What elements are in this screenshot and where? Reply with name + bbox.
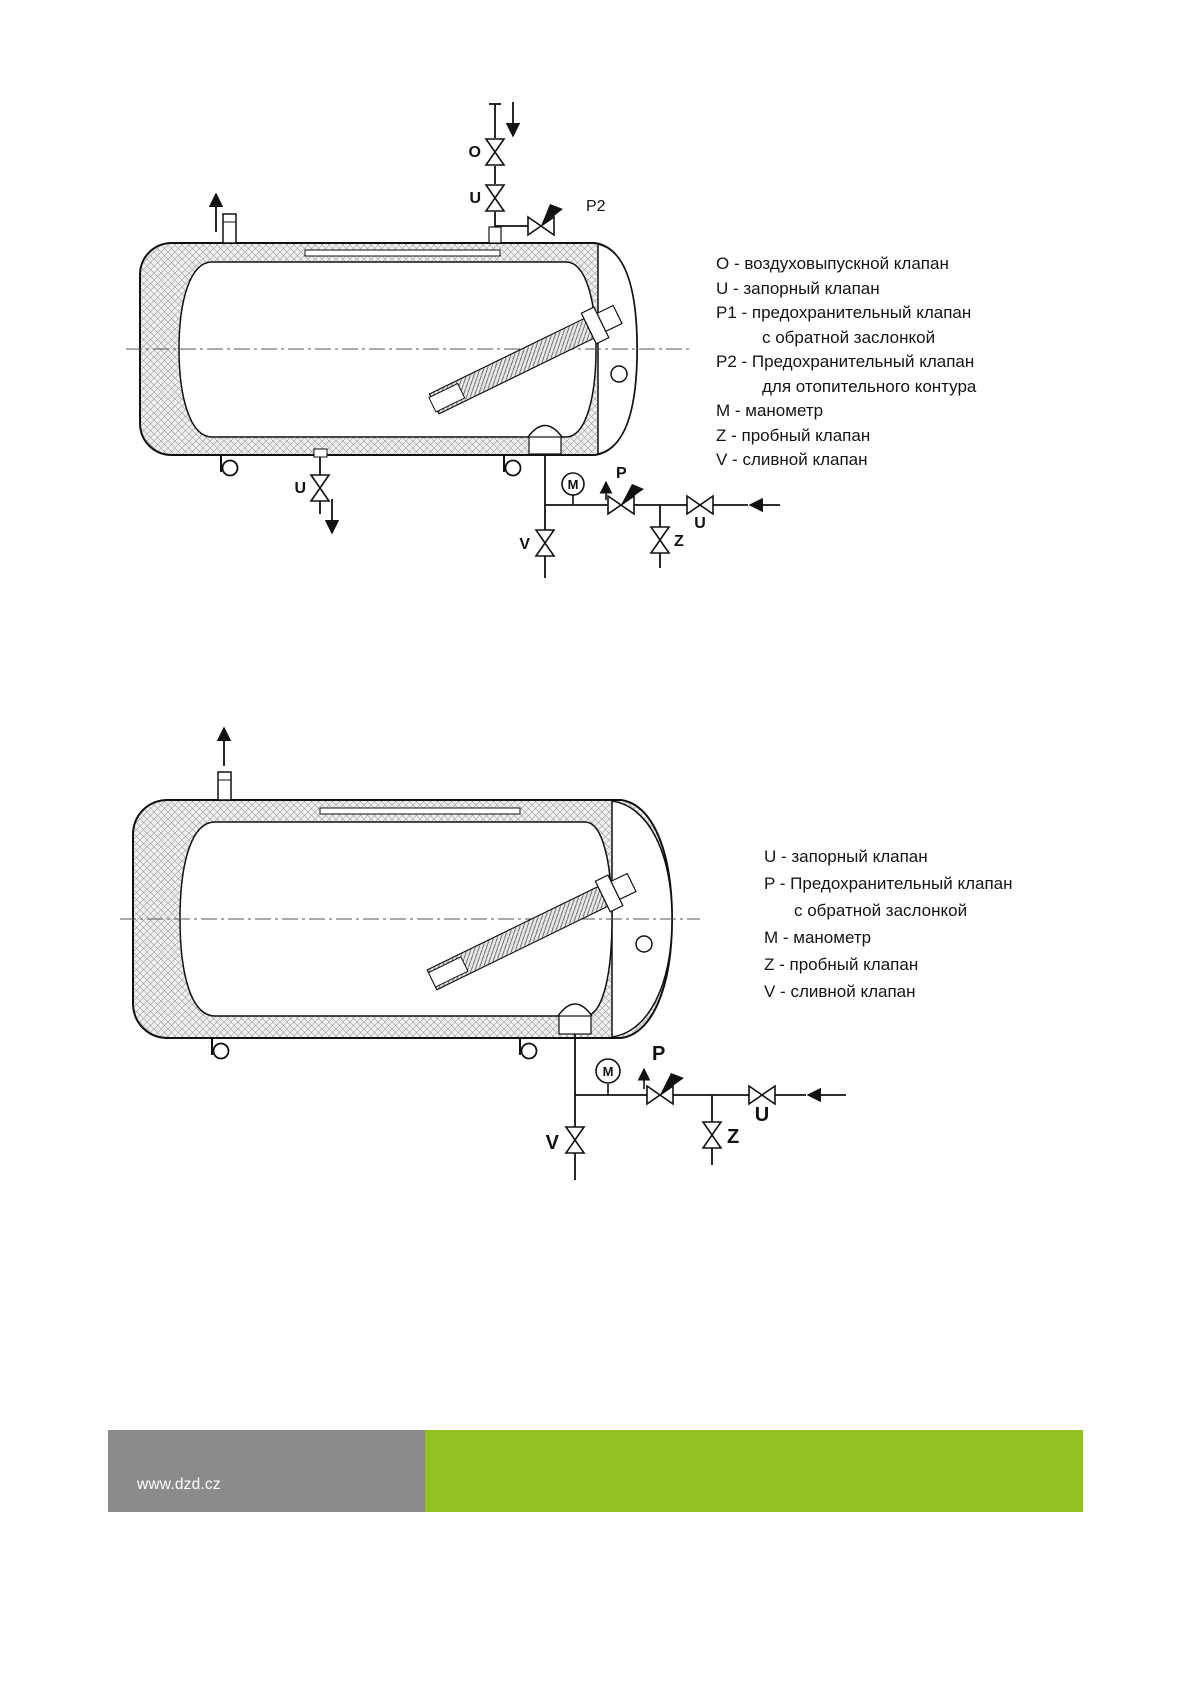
label-O: O: [469, 144, 481, 161]
legend-line: с обратной заслонкой: [762, 327, 936, 347]
tank2-feet: [211, 1038, 538, 1060]
label-Z: Z: [674, 533, 684, 550]
tank2-bottom-right-piping: [557, 1003, 846, 1180]
website-url: www.dzd.cz: [137, 1476, 221, 1493]
tank2-top-connection: [216, 726, 232, 801]
legend-line: P1 - предохранительный клапан: [716, 303, 972, 322]
valve-U-inlet: [748, 1085, 776, 1105]
valve-V-drain: [565, 1126, 585, 1154]
label-P2: P2: [586, 198, 606, 215]
label-V: V: [519, 536, 530, 553]
footer-green-bar: [425, 1430, 1083, 1512]
legend-line: с обратной заслонкой: [794, 901, 968, 920]
label-U-bottom: U: [294, 480, 306, 497]
tank1-top-left-connection: [208, 192, 237, 244]
valve-P2-flag: [541, 204, 563, 226]
legend-line: O - воздуховыпускной клапан: [716, 254, 949, 273]
legend-line: M - манометр: [716, 401, 824, 420]
valve-P-flag: [621, 484, 644, 505]
valve-Z-test: [702, 1121, 722, 1149]
valve-U-bottom: [310, 474, 330, 502]
valve-P-flag: [660, 1073, 684, 1095]
legend-line: P - Предохранительный клапан: [764, 874, 1013, 893]
legend-line: Z - пробный клапан: [716, 425, 871, 445]
valve-O-air: [485, 138, 505, 166]
legend-diagram-1: O - воздуховыпускной клапан U - запорный…: [716, 252, 976, 473]
valve-U-top: [485, 184, 505, 212]
label-M: M: [603, 1064, 614, 1079]
tank1-inner-vessel: [178, 261, 597, 438]
legend-line: P2 - Предохранительный клапан: [716, 352, 975, 371]
label-Z: Z: [727, 1126, 739, 1148]
footer-gray-bar: www.dzd.cz: [108, 1430, 425, 1512]
label-P: P: [616, 465, 627, 482]
tank1-feet: [220, 455, 522, 477]
label-U-top: U: [469, 190, 481, 207]
tank2-heating-element: [426, 872, 637, 991]
manometer-gauge: [595, 1058, 621, 1084]
label-U-inlet: U: [694, 515, 706, 532]
label-P: P: [652, 1043, 665, 1065]
legend-line: для отопительного контура: [762, 376, 977, 396]
tank2-thermostat-knob: [635, 935, 653, 953]
valve-U-inlet: [686, 495, 714, 515]
legend-line: U - запорный клапан: [716, 278, 880, 298]
tank1-top-plate: [304, 249, 501, 257]
label-M: M: [568, 477, 579, 492]
label-U-inlet: U: [755, 1104, 769, 1126]
label-V: V: [546, 1132, 560, 1154]
tank1-bottom-left-connection: [310, 448, 340, 535]
legend-diagram-2: U - запорный клапан P - Предохранительны…: [764, 843, 1013, 1005]
legend-line: M - манометр: [764, 928, 872, 947]
tank1-thermostat-knob: [610, 365, 628, 383]
legend-line: Z - пробный клапан: [764, 955, 919, 974]
diagram-1: O U P2 U: [126, 102, 780, 578]
legend-line: V - сливной клапан: [764, 982, 916, 1001]
valve-Z-test: [650, 526, 670, 554]
manometer-gauge: [561, 472, 585, 496]
tank1-top-piping: [485, 102, 563, 244]
tank1-heating-element: [428, 304, 623, 415]
legend-line: U - запорный клапан: [764, 847, 928, 866]
tank1-bottom-right-piping: [527, 424, 780, 578]
diagram-2: M P U Z V: [120, 726, 846, 1180]
valve-V-drain: [535, 529, 555, 557]
legend-line: V - сливной клапан: [716, 450, 868, 469]
tank2-top-plate: [319, 807, 521, 815]
